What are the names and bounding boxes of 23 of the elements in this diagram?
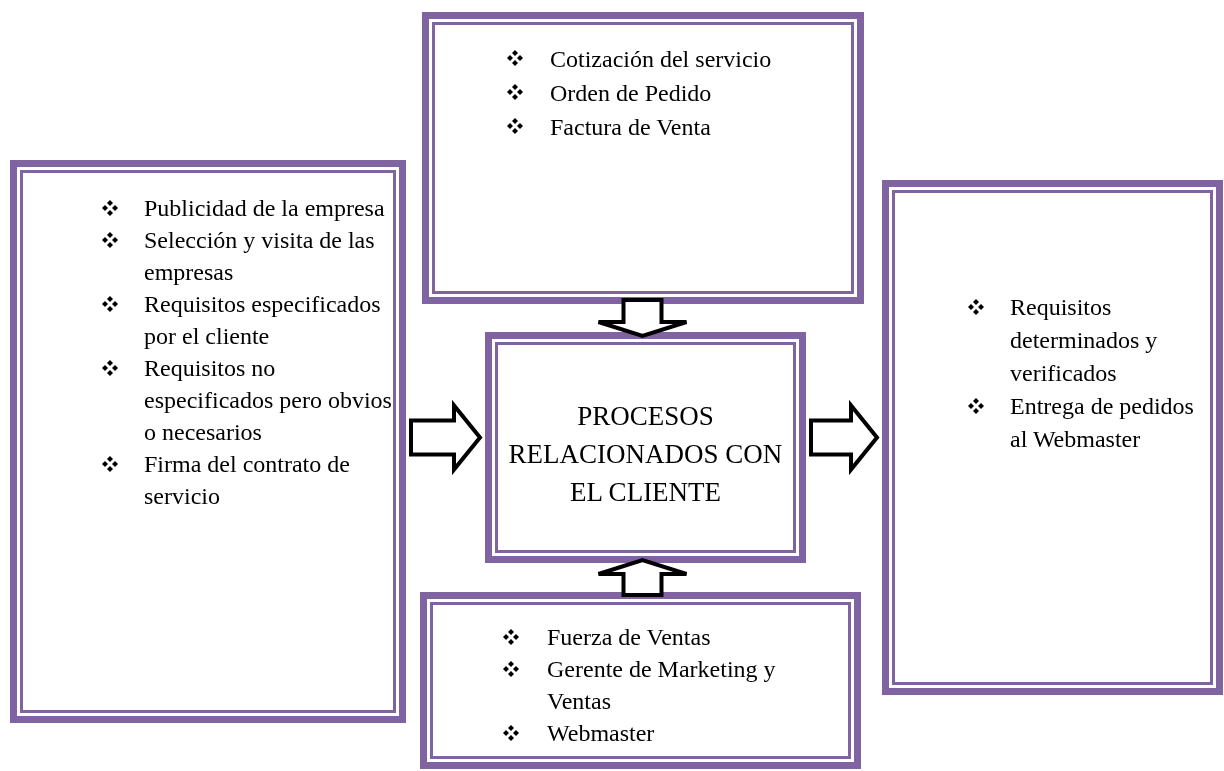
block-arrow bbox=[596, 557, 689, 597]
block-arrow bbox=[596, 298, 689, 339]
block-arrow bbox=[809, 399, 880, 476]
list-item: Orden de Pedido bbox=[550, 80, 712, 106]
list-item: Requisitos no especificados pero obvios o necesarios bbox=[144, 355, 392, 445]
process-box bbox=[10, 160, 406, 723]
process-box bbox=[422, 12, 864, 304]
list-item: Webmaster bbox=[547, 720, 655, 746]
list-item: Entrega de pedidos al Webmaster bbox=[1010, 393, 1194, 452]
list-item: Requisitos determinados y verificados bbox=[1010, 294, 1158, 386]
process-box bbox=[420, 592, 861, 769]
process-box bbox=[485, 332, 806, 563]
list-item: Gerente de Marketing y Ventas bbox=[547, 656, 776, 714]
list-item: Factura de Venta bbox=[550, 114, 711, 140]
process-box bbox=[882, 180, 1223, 695]
list-item: Requisitos especificados por el cliente bbox=[144, 291, 381, 349]
list-item: Cotización del servicio bbox=[550, 46, 772, 72]
list-item: Firma del contrato de servicio bbox=[144, 451, 350, 509]
block-arrow bbox=[409, 399, 483, 476]
list-item: Selección y visita de las empresas bbox=[144, 227, 375, 285]
process-title: PROCESOS RELACIONADOS CON EL CLIENTE bbox=[507, 400, 784, 509]
list-item: Publicidad de la empresa bbox=[144, 195, 385, 221]
list-item: Fuerza de Ventas bbox=[547, 624, 711, 650]
